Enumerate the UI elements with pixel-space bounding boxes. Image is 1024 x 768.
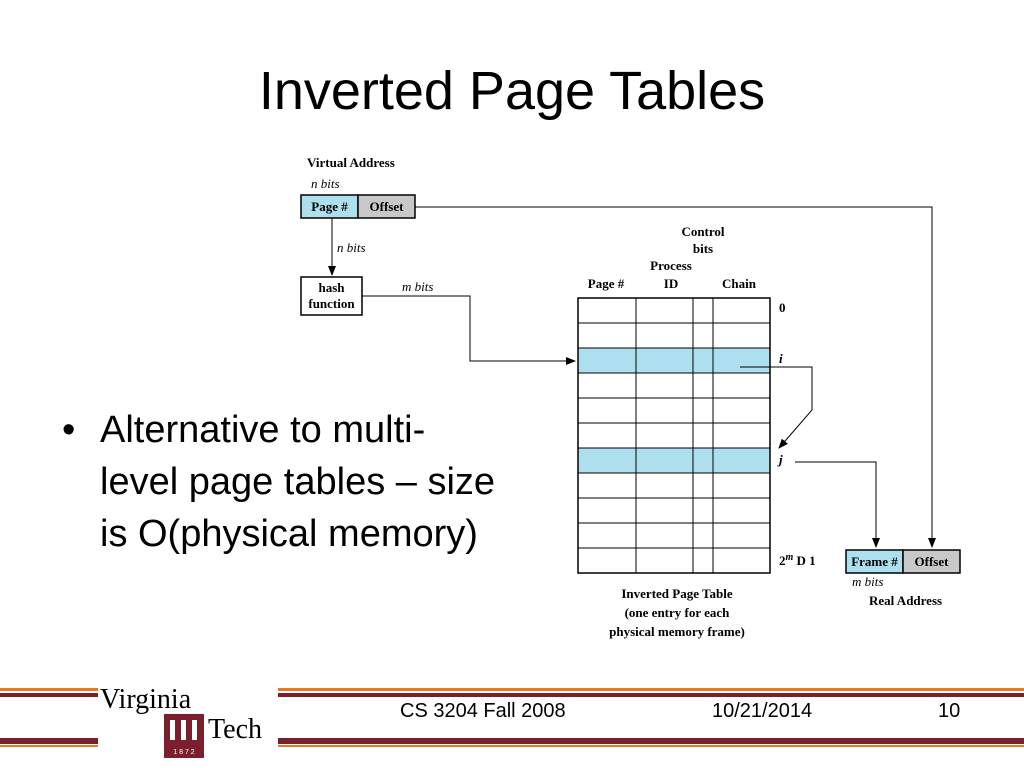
bullet-point: • Alternative to multi-level page tables… <box>62 404 502 560</box>
row-label-0: 0 <box>779 300 786 315</box>
virtual-page-number-label: Page # <box>311 199 348 214</box>
table-row-highlight-j <box>578 448 770 473</box>
logo-tech-text: Tech <box>208 714 262 745</box>
footer-maroon-line-top <box>0 693 1024 697</box>
hash-label-line1: hash <box>318 280 345 295</box>
real-offset-label: Offset <box>915 554 950 569</box>
row-label-i: i <box>779 351 783 366</box>
arrow-row-j-to-frame <box>795 461 880 548</box>
process-id-label-line2: ID <box>664 276 678 291</box>
footer-orange-line <box>0 688 1024 691</box>
bullet-text: Alternative to multi-level page tables –… <box>100 409 496 555</box>
logo-virginia-text: Virginia <box>100 684 192 715</box>
table-caption-line1: Inverted Page Table <box>621 586 732 601</box>
n-bits-top-label: n bits <box>311 176 340 191</box>
logo-year-text: 1 8 7 2 <box>173 749 195 756</box>
page-number-column-label: Page # <box>588 276 625 291</box>
hash-function-box <box>300 276 363 316</box>
arrow-hash-to-row-i <box>362 295 576 365</box>
m-bits-right-label: m bits <box>852 574 883 589</box>
n-bits-arrow-label: n bits <box>337 240 366 255</box>
real-offset-box <box>902 549 961 574</box>
footer-course: CS 3204 Fall 2008 <box>400 700 566 722</box>
m-bits-arrow-label: m bits <box>402 279 433 294</box>
row-label-last: 2m D 1 <box>779 552 816 568</box>
inverted-page-table-diagram: Virtual Address n bits Page # Offset n b… <box>300 155 961 639</box>
real-address-label: Real Address <box>869 593 942 608</box>
slide-title: Inverted Page Tables <box>258 61 766 121</box>
bullet-dot: • <box>62 409 76 451</box>
footer-orange-line-bottom <box>0 745 1024 747</box>
inverted-page-table <box>577 297 771 574</box>
row-label-last-rest: D 1 <box>793 553 815 568</box>
row-label-last-exp: m <box>786 552 794 563</box>
footer-page-number: 10 <box>938 700 961 722</box>
virtual-address-label: Virtual Address <box>307 155 395 170</box>
logo-tower-window <box>170 720 175 740</box>
control-bits-label-line1: Control <box>681 224 724 239</box>
control-bits-label-line2: bits <box>693 241 713 256</box>
row-label-last-base: 2 <box>779 553 786 568</box>
virtual-offset-label: Offset <box>370 199 405 214</box>
hash-label-line2: function <box>308 296 355 311</box>
footer-date: 10/21/2014 <box>712 700 813 722</box>
process-id-label-line1: Process <box>650 258 692 273</box>
logo-tower-window <box>181 720 186 740</box>
row-label-j: j <box>777 452 783 467</box>
footer-maroon-line-bottom <box>0 738 1024 744</box>
virginia-tech-logo: Virginia 1 8 7 2 Tech <box>98 680 278 764</box>
table-caption-line2: (one entry for each <box>625 605 731 620</box>
logo-tower-window <box>192 720 197 740</box>
table-caption-line3: physical memory frame) <box>609 624 745 639</box>
chain-column-label: Chain <box>722 276 757 291</box>
real-frame-number-label: Frame # <box>851 554 898 569</box>
arrow-chain-i-to-j <box>740 366 813 449</box>
arrow-offset-to-real-offset <box>415 206 936 548</box>
table-row-highlight-i <box>578 348 770 373</box>
table-border <box>577 297 771 574</box>
